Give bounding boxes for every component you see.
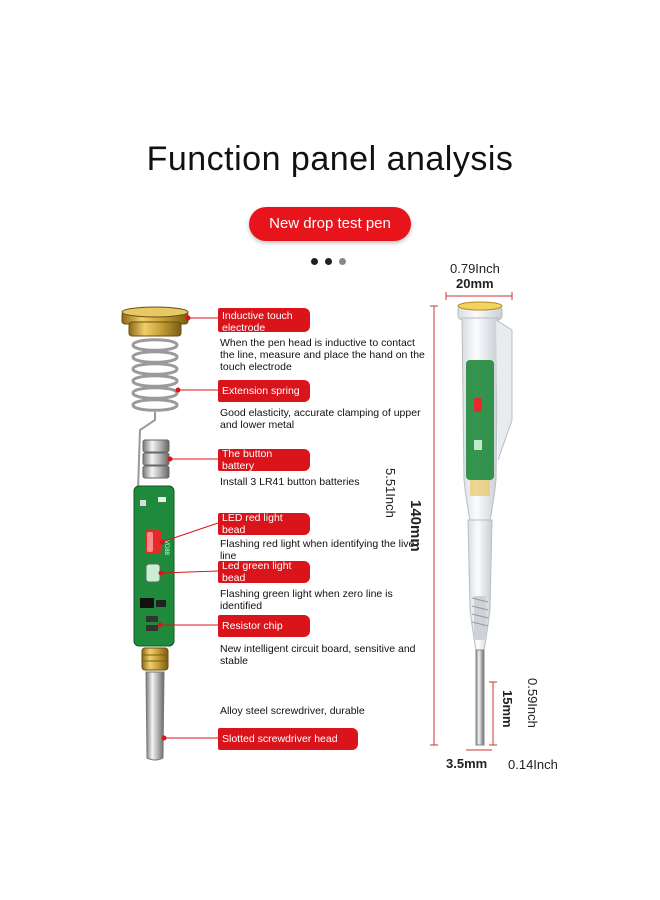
width-mm-label: 20mm [456, 276, 494, 291]
callout-label-screwdriver: Slotted screwdriver head [218, 728, 358, 750]
spring-part [131, 338, 179, 491]
callout-label-electrode: Inductive touch electrode [218, 308, 310, 334]
assembled-pen [457, 301, 513, 746]
circuit-board-part: VD88 [133, 485, 175, 647]
callout-label-spring: Extension spring [218, 380, 310, 402]
callout-desc-battery: Install 3 LR41 button batteries [220, 476, 360, 488]
length-inch-label: 5.51Inch [383, 468, 398, 518]
callout-label-battery: The button battery [218, 448, 310, 472]
callout-desc-red-led: Flashing red light when identifying the … [220, 538, 415, 562]
callout-desc-resistor: New intelligent circuit board, sensitive… [220, 643, 416, 667]
callout-label-red-led: LED red light bead [218, 512, 310, 536]
callout-desc-electrode: When the pen head is inductive to contac… [220, 337, 425, 373]
callout-desc-spring: Good elasticity, accurate clamping of up… [220, 407, 421, 431]
carousel-dot-3[interactable] [339, 258, 346, 265]
carousel-dot-2[interactable] [325, 258, 332, 265]
tip-width-inch-label: 0.14Inch [508, 757, 558, 772]
tip-length-mm-label: 15mm [500, 690, 515, 728]
tip-width-mm-label: 3.5mm [446, 756, 488, 771]
tip-length-inch-label: 0.59Inch [525, 678, 540, 728]
touch-electrode-part [121, 306, 189, 337]
callout-desc-screwdriver: Alloy steel screwdriver, durable [220, 705, 365, 717]
screwdriver-part [141, 647, 169, 761]
carousel-dot-1[interactable] [311, 258, 318, 265]
subtitle-badge: New drop test pen [249, 207, 411, 241]
callout-label-green-led: Led green light bead [218, 560, 310, 584]
callout-label-resistor: Resistor chip [218, 615, 310, 637]
callout-leaders [157, 315, 219, 741]
battery-stack-part [142, 439, 170, 479]
dimension-lines [430, 292, 513, 751]
length-mm-label: 140mm [407, 500, 424, 552]
svg-text:VD88: VD88 [163, 540, 169, 556]
page-title: Function panel analysis [146, 140, 514, 178]
width-inch-label: 0.79Inch [450, 261, 500, 276]
callout-desc-green-led: Flashing green light when zero line is i… [220, 588, 393, 612]
